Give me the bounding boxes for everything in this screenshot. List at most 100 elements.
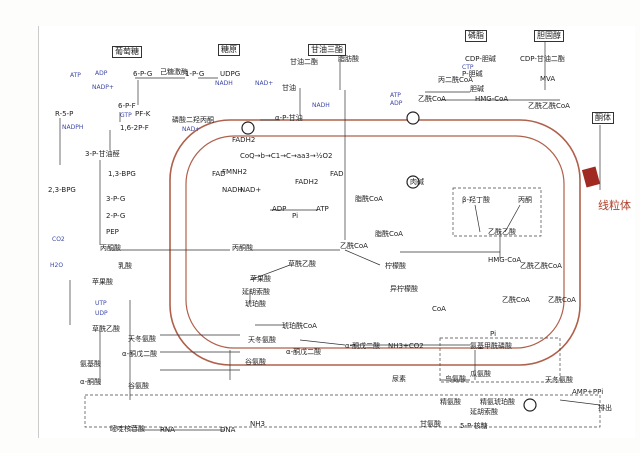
metabolite-node: Pi — [490, 330, 497, 338]
metabolite-node: UDPG — [220, 70, 241, 78]
metabolite-node: 6-P-G — [133, 70, 153, 78]
transporter-complex-icon — [406, 175, 420, 189]
metabolite-node: 乙酰乙酰CoA — [520, 262, 562, 270]
metabolite-node: 丙酮 — [518, 196, 532, 204]
metabolite-node: 1,3-BPG — [108, 170, 136, 178]
metabolite-node: P-胆碱 — [462, 70, 483, 78]
metabolite-node: R-5-P — [55, 110, 74, 118]
metabolite-node: 乙酰CoA — [340, 242, 368, 250]
metabolite-node: 琥珀酸 — [245, 300, 266, 308]
cofactor-label: NADPH — [62, 124, 84, 131]
metabolite-node: β-羟丁酸 — [462, 196, 490, 204]
metabolite-node: 1-P-G — [185, 70, 205, 78]
cofactor-label: UTP — [95, 300, 107, 307]
metabolite-node: 乙酰乙酰CoA — [528, 102, 570, 110]
metabolite-node: RNA — [160, 426, 175, 434]
cofactor-label: ATP — [390, 92, 401, 99]
metabolite-node: 丙酮酸 — [100, 244, 121, 252]
cofactor-label: CTP — [462, 64, 474, 71]
metabolite-node: NADH — [222, 186, 243, 194]
urea-cycle-dashed-box — [439, 337, 561, 383]
metabolite-node: PEP — [106, 228, 119, 236]
metabolite-node: DNA — [220, 426, 236, 434]
cofactor-label: GTP — [120, 112, 132, 119]
metabolite-node: 乙酰CoA — [502, 296, 530, 304]
metabolite-node: 琥珀酰CoA — [282, 322, 317, 330]
metabolite-node: FMNH2 — [222, 168, 248, 176]
box-label: 糖原 — [218, 44, 240, 56]
metabolite-node: 2,3-BPG — [48, 186, 76, 194]
metabolite-node: 磷酸二羟丙酮 — [172, 116, 214, 124]
metabolite-node: 甘氨酸 — [420, 420, 441, 428]
box-label: 磷脂 — [465, 30, 487, 42]
metabolite-node: 丙二酰CoA — [438, 76, 473, 84]
metabolite-node: Pi — [292, 212, 299, 220]
pathway-arrow — [299, 339, 346, 346]
pathway-arrow — [559, 399, 601, 406]
cofactor-label: NADP+ — [92, 84, 114, 91]
cofactor-label: NADH — [215, 80, 233, 87]
metabolite-node: 甘油 — [282, 84, 296, 92]
metabolite-node: 瓜氨酸 — [470, 370, 491, 378]
pathway-arrow — [474, 204, 481, 233]
cofactor-label: H2O — [50, 262, 64, 269]
metabolite-node: 谷氨酸 — [245, 358, 266, 366]
metabolite-node: 苹果酸 — [250, 275, 271, 283]
metabolite-node: MVA — [540, 75, 556, 83]
mitochondria-outer-membrane — [169, 119, 581, 366]
transporter-complex-icon — [241, 121, 255, 135]
metabolite-node: ATP — [316, 205, 329, 213]
metabolite-node: 2-P-G — [106, 212, 126, 220]
organelle-label-mitochondria: 线粒体 — [598, 199, 631, 212]
cofactor-label: NAD+ — [255, 80, 274, 87]
pathway-arrow — [504, 204, 521, 233]
cofactor-label: ATP — [70, 72, 81, 79]
metabolite-node: 己糖激酶 — [160, 68, 188, 76]
metabolite-node: ADP — [272, 205, 287, 213]
cofactor-label: NADH — [312, 102, 330, 109]
metabolite-node: CDP-甘油二酯 — [520, 55, 565, 63]
metabolite-node: 乳酸 — [118, 262, 132, 270]
metabolite-node: 精氨酸 — [440, 398, 461, 406]
metabolite-node: FAD — [330, 170, 344, 178]
metabolite-node: 丙酮酸 — [232, 244, 253, 252]
metabolite-node: 天冬氨酸 — [545, 376, 573, 384]
metabolite-node: HMG-CoA — [475, 95, 509, 103]
metabolite-node: 鸟氨酸 — [445, 375, 466, 383]
metabolite-node: 排出 — [598, 404, 612, 412]
transporter-complex-icon — [406, 111, 420, 125]
metabolite-node: 延胡索酸 — [470, 408, 498, 416]
cofactor-label: ADP — [95, 70, 108, 77]
metabolite-node: α-酮戊二酸 — [122, 350, 158, 358]
metabolite-node: 嘧啶核苷酸 — [110, 425, 145, 433]
ketone-body-dashed-box — [452, 187, 542, 237]
metabolite-node: 5-P-核糖 — [460, 422, 488, 430]
paper-sheet — [38, 26, 635, 438]
metabolite-node: 氨基酸 — [80, 360, 101, 368]
metabolite-node: 乙酰乙酸 — [488, 228, 516, 236]
metabolite-node: 延胡索酸 — [242, 288, 270, 296]
metabolite-node: 苹果酸 — [92, 278, 113, 286]
metabolite-node: 天冬氨酸 — [128, 335, 156, 343]
box-label: 甘油三酯 — [308, 44, 346, 56]
metabolite-node: 精氨琥珀酸 — [480, 398, 515, 406]
metabolite-node: α-酮戊二酸 — [345, 342, 381, 350]
metabolite-node: 甘油二酯 — [290, 58, 318, 66]
transporter-complex-icon — [523, 398, 537, 412]
cofactor-label: CO2 — [52, 236, 65, 243]
metabolite-node: 异柠檬酸 — [390, 285, 418, 293]
metabolite-node: 氨基甲酰磷酸 — [470, 342, 512, 350]
metabolite-node: 胆碱 — [470, 85, 484, 93]
metabolite-node: 6-P-F — [118, 102, 136, 110]
metabolite-node: 乙酰CoA — [418, 95, 446, 103]
metabolite-node: 草酰乙酸 — [92, 325, 120, 333]
metabolite-node: α-P-甘油 — [275, 114, 303, 122]
metabolite-node: NAD+ — [240, 186, 262, 194]
metabolite-node: 脂酰CoA — [375, 230, 403, 238]
metabolite-node: 1,6-2P-F — [120, 124, 149, 132]
metabolite-node: CoQ→b→C1→C→aa3→½O2 — [240, 152, 333, 160]
metabolite-node: NH3+CO2 — [388, 342, 424, 350]
box-label: 胆固醇 — [534, 30, 564, 42]
metabolite-node: 乙酰CoA — [548, 296, 576, 304]
